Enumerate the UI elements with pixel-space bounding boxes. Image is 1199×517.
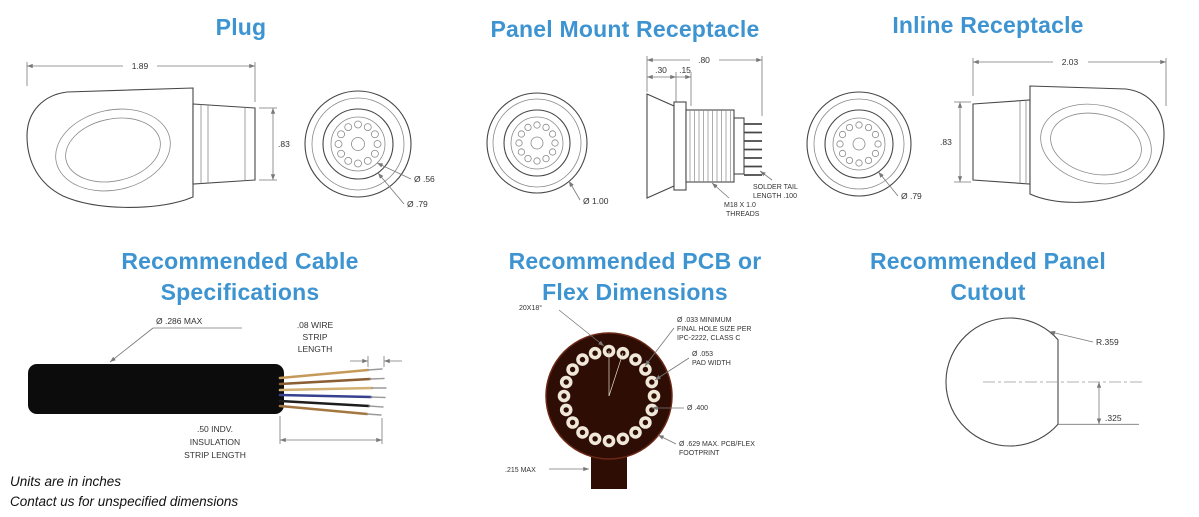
panel-cutout-drawing: .325 R.359: [945, 317, 1143, 447]
plug-body-outline: [26, 87, 194, 208]
pcb-flex-title-line2: Flex Dimensions: [542, 279, 728, 306]
insulation-strip-label-line1: .50 INDV.: [197, 424, 233, 434]
panel-cutout-title-line1: Recommended Panel: [869, 248, 1107, 274]
plug-outer-dia-label: Ø .79: [407, 199, 428, 209]
pcb-hole-note-line2: FINAL HOLE SIZE PER: [677, 326, 751, 333]
solder-tail-note-line1: SOLDER TAIL: [753, 184, 798, 191]
plug-contact-ring: [334, 120, 382, 168]
inline-receptacle-title: Inline Receptacle: [892, 12, 1084, 38]
pcb-hole-note-line1: Ø .033 MINIMUM: [677, 317, 732, 324]
pcb-tail-width-label: .215 MAX: [505, 467, 536, 474]
thread-hatching: [689, 110, 731, 182]
panel-seg1-dim: .30: [655, 65, 667, 75]
panel-mount-side-drawing: .80 .30 .15 SOLDER TAIL LENGTH .100 M18 …: [646, 55, 798, 218]
inline-overmold-outline: [806, 91, 912, 197]
plug-overmold-outline: [304, 90, 412, 198]
inline-front-drawing: Ø .79: [806, 91, 922, 201]
cable-wires: [278, 368, 387, 416]
panel-overall-dim: .80: [698, 55, 710, 65]
panel-front-cone: [646, 93, 675, 199]
cutout-radius-label: R.359: [1096, 337, 1119, 347]
cable-jacket: [28, 364, 284, 414]
inline-height-dim: .83: [940, 137, 952, 147]
pcb-flex-title-line1: Recommended PCB or: [508, 248, 762, 274]
solder-tails: [744, 123, 762, 176]
units-note: Units are in inches: [10, 474, 122, 489]
panel-contact-ring: [515, 121, 559, 165]
plug-front-drawing: Ø .56 Ø .79: [304, 90, 435, 209]
pcb-hole-note-line3: IPC-2222, CLASS C: [677, 335, 740, 342]
panel-threaded-barrel: [685, 109, 735, 183]
wire-strip-label-line3: LENGTH: [298, 344, 332, 354]
panel-flange-outline: [486, 92, 588, 194]
pcb-footprint-line1: Ø .629 MAX. PCB/FLEX: [679, 441, 755, 448]
inline-length-dim: 2.03: [1062, 57, 1079, 67]
panel-mount-title: Panel Mount Receptacle: [490, 16, 760, 42]
plug-nose-outline: [192, 103, 256, 185]
panel-seg2-dim: .15: [679, 65, 691, 75]
cable-spec-title-line2: Specifications: [160, 279, 320, 306]
pcb-bolt-circle-label: Ø .400: [687, 405, 708, 412]
pcb-footprint-line2: FOOTPRINT: [679, 450, 720, 457]
inline-dia-label: Ø .79: [901, 191, 922, 201]
inline-contact-ring: [836, 121, 882, 167]
threads-note-line1: M18 X 1.0: [724, 202, 756, 209]
insulation-strip-label-line3: STRIP LENGTH: [184, 450, 246, 460]
inline-body-outline: [1029, 85, 1165, 203]
pcb-pads: [557, 344, 661, 448]
panel-cutout-title: Recommended Panel Cutout: [828, 246, 1148, 308]
footer-notes: Units are in inches Contact us for unspe…: [10, 472, 238, 511]
pcb-pad-width-line2: PAD WIDTH: [692, 360, 731, 367]
wire-strip-label-line1: .08 WIRE: [297, 320, 334, 330]
cutout-outline: [945, 317, 1059, 447]
pcb-pad-width-line1: Ø .053: [692, 351, 713, 358]
cutout-flat-dim: .325: [1105, 413, 1122, 423]
solder-tail-note-line2: LENGTH .100: [753, 193, 797, 200]
contact-note: Contact us for unspecified dimensions: [10, 493, 239, 509]
threads-note-line2: THREADS: [726, 211, 760, 218]
plug-height-dim: .83: [278, 139, 290, 149]
inline-side-drawing: 2.03 .83: [940, 57, 1167, 203]
panel-rear-insulator: [733, 117, 745, 175]
cable-spec-title-line1: Recommended Cable: [121, 248, 359, 274]
plug-side-drawing: 1.89 .83: [26, 61, 290, 208]
panel-cutout-title-line2: Cutout: [950, 279, 1026, 306]
wire-strip-label-line2: STRIP: [302, 332, 327, 342]
plug-title: Plug: [215, 14, 267, 40]
pcb-flex-title: Recommended PCB or Flex Dimensions: [475, 246, 795, 308]
cable-spec-title: Recommended Cable Specifications: [80, 246, 400, 308]
pcb-drawing: 20X18° Ø .033 MINIMUM FINAL HOLE SIZE PE…: [505, 304, 755, 489]
panel-mount-front-drawing: Ø 1.00: [486, 92, 609, 206]
insulation-strip-label-line2: INSULATION: [190, 437, 240, 447]
panel-flange: [673, 101, 687, 191]
pcb-pad-count-label: 20X18°: [519, 304, 542, 312]
cable-dia-label: Ø .286 MAX: [156, 316, 203, 326]
inline-nose-outline: [972, 99, 1031, 185]
panel-dia-label: Ø 1.00: [583, 196, 609, 206]
cable-drawing: Ø .286 MAX .08 WIRE STRIP LENGTH .50 IND: [28, 316, 402, 460]
plug-length-dim: 1.89: [132, 61, 149, 71]
plug-inner-dia-label: Ø .56: [414, 174, 435, 184]
